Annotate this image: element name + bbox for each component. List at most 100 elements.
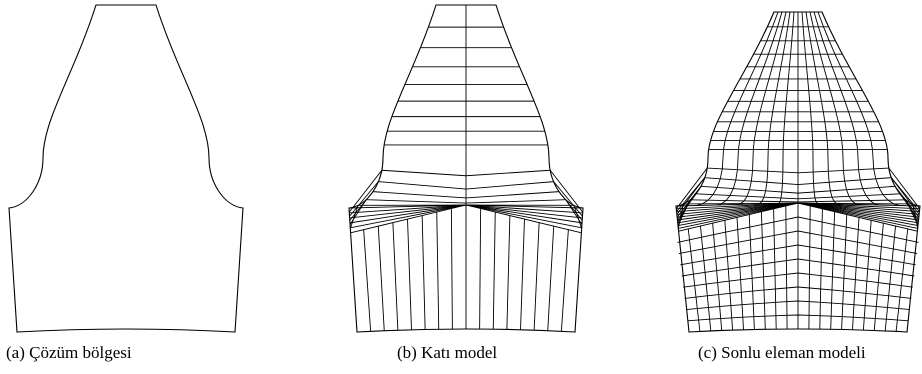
mesh-fan-line (465, 204, 584, 209)
mesh-base-line (724, 219, 734, 331)
mesh-side-line (890, 177, 920, 215)
mesh-base-line (436, 211, 440, 330)
mesh-base-line (479, 208, 482, 330)
mesh-column-line (716, 11, 783, 206)
mesh-base-ring (684, 286, 912, 299)
mesh-base-line (533, 222, 540, 331)
mesh-base-ring (680, 244, 916, 266)
mesh-fan-line (350, 204, 467, 229)
mesh-fan-line (797, 202, 919, 224)
mesh-side-line (549, 169, 584, 213)
mesh-base-line (392, 222, 399, 331)
mesh-fan-line (465, 204, 583, 214)
mesh-fan-line (797, 202, 918, 229)
mesh-fan-line (465, 204, 583, 224)
mesh-base-line (748, 214, 755, 330)
mesh-fan-line (677, 202, 799, 227)
mesh-base-line (808, 205, 811, 330)
mesh-column-line (813, 11, 880, 206)
panel-c-finite-element-model (675, 11, 921, 333)
mesh-base-line (547, 225, 555, 331)
mesh-fan-line (676, 202, 799, 210)
mesh-base-line (830, 211, 836, 330)
mesh-side-line (912, 203, 919, 229)
caption-c: (c) Sonlu eleman modeli (698, 343, 866, 362)
tooth-outline (348, 4, 584, 333)
mesh-column-line (757, 11, 791, 205)
mesh-base-line (862, 219, 872, 331)
mesh-fan-line (797, 202, 920, 213)
panel-a-solution-domain (8, 4, 244, 333)
mesh-column-line (805, 11, 839, 205)
mesh-base-line (506, 215, 511, 330)
mesh-base-line (492, 211, 496, 330)
mesh-base-line (560, 229, 569, 332)
mesh-fan-line (676, 202, 799, 215)
mesh-base-line (377, 225, 385, 331)
tooth-outline (675, 11, 921, 333)
mesh-side-line (553, 181, 583, 217)
mesh-column-line (696, 11, 779, 206)
mesh-base-ring (686, 300, 910, 311)
mesh-fan-line (676, 202, 799, 213)
mesh-column-line (777, 11, 795, 205)
mesh-side-line (676, 177, 706, 215)
mesh-side-line (675, 167, 708, 210)
mesh-fan-line (797, 202, 919, 227)
mesh-fan-line (797, 202, 921, 207)
mesh-column-line (736, 11, 787, 206)
mesh-base-line (841, 214, 848, 330)
mesh-fan-line (349, 204, 467, 214)
mesh-base-line (873, 222, 884, 331)
caption-b: (b) Katı model (397, 343, 498, 362)
mesh-side-line (349, 205, 359, 229)
mesh-fan-line (465, 204, 582, 234)
mesh-base-line (884, 225, 897, 331)
mesh-side-line (888, 167, 921, 210)
mesh-column-line (801, 11, 819, 205)
mesh-column-line (817, 11, 900, 206)
mesh-side-line (349, 181, 379, 217)
mesh-fan-line (677, 202, 799, 221)
mesh-base-line (520, 218, 525, 330)
mesh-fan-line (349, 204, 467, 219)
mesh-base-ring (683, 272, 913, 288)
mesh-base-line (852, 217, 860, 330)
mesh-fan-line (675, 202, 799, 207)
mesh-fan-line (678, 202, 799, 229)
mesh-base-line (819, 208, 823, 330)
mesh-base-ring (681, 258, 915, 277)
mesh-base-line (785, 205, 788, 330)
mesh-base-line (895, 228, 909, 332)
mesh-base-ring (678, 230, 918, 255)
mesh-fan-line (348, 204, 467, 209)
mesh-base-line (736, 217, 744, 330)
mesh-fan-line (350, 204, 467, 234)
mesh-fan-line (797, 202, 920, 215)
mesh-fan-line (677, 202, 799, 224)
mesh-fan-line (797, 202, 919, 218)
mesh-side-line (573, 205, 583, 229)
mesh-fan-line (465, 204, 583, 219)
mesh-base-line (760, 211, 766, 330)
mesh-fan-line (797, 202, 918, 232)
mesh-fan-line (797, 202, 919, 221)
mesh-base-line (407, 218, 412, 330)
mesh-fan-line (349, 204, 467, 224)
mesh-side-line (677, 203, 684, 229)
mesh-base-ring (677, 216, 919, 243)
caption-a: (a) Çözüm bölgesi (6, 343, 132, 362)
mesh-base-line (421, 215, 426, 330)
mesh-fan-line (797, 202, 920, 210)
panel-b-solid-model (348, 4, 584, 333)
mesh-base-line (699, 225, 712, 331)
tooth-outline (8, 4, 244, 333)
mesh-base-ring (687, 314, 909, 322)
mesh-fan-line (465, 204, 582, 229)
mesh-column-line (809, 11, 860, 206)
mesh-base-line (687, 228, 701, 332)
mesh-base-line (450, 208, 453, 330)
mesh-side-line (348, 169, 383, 213)
mesh-base-line (773, 208, 777, 330)
mesh-fan-line (677, 202, 799, 218)
